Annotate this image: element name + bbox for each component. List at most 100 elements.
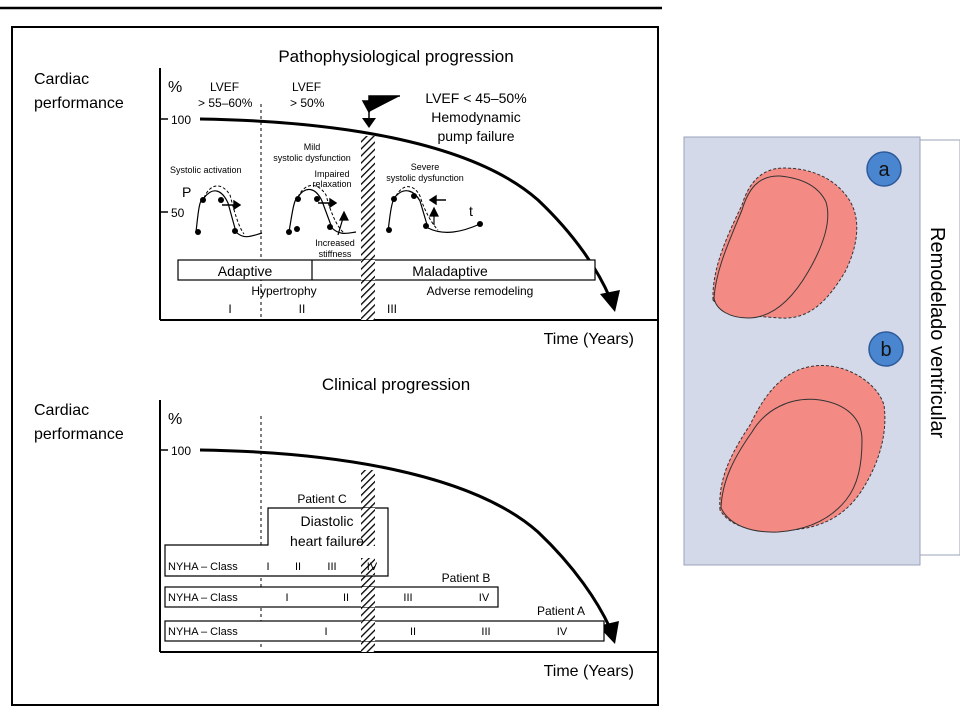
stage-1-label: I [228,302,231,316]
mild-line2: systolic dysfunction [273,153,351,163]
waveform-2-dashed [297,185,345,234]
bottom-unit: % [168,411,182,428]
patient-c-label: Patient C [297,492,347,506]
top-hatched-bar [361,136,375,320]
wave1-dot2 [200,197,206,203]
top-ylabel-line1: Cardiac [34,71,89,88]
top-ylabel-line2: performance [34,95,124,112]
lvef3-line1: LVEF < 45–50% [425,90,526,106]
patient-a-label: Patient A [537,604,585,618]
wave1-dot3 [218,197,224,203]
patient-c-hatch [361,508,375,546]
wave2-arrow [318,197,338,209]
nyha-a-class-4: IV [557,626,568,638]
remodel-white-strip [919,139,960,556]
nyha-c-class-1: I [266,561,269,573]
badge-a-label: a [878,159,890,181]
p-label: P [182,184,191,200]
increased-line2: stiffness [319,249,352,259]
heart-a-inner [713,175,829,319]
diastolic-line1: Diastolic [301,513,354,529]
waveform-1-dashed [203,185,245,235]
nyha-a-label: NYHA – Class [168,626,238,638]
wave1-dot4 [232,228,238,234]
lvef1-line2: > 55–60% [198,96,253,110]
wave3-dot4 [423,223,429,229]
wave1-arrow [222,199,242,211]
wave3-dot1 [386,227,392,233]
adaptive-bar-hatch [361,260,375,280]
nyha-a-class-2: II [410,626,416,638]
remodeling-panel: a b Remodelado ventricular [683,136,960,566]
lvef3-line3: pump failure [437,128,514,144]
lvef2-line1: LVEF [292,80,321,94]
top-unit: % [168,79,182,96]
waveform-3-dashed [395,186,439,231]
nyha-a-class-3: III [481,626,490,638]
wave2-up-arrow [337,210,349,236]
stage-3-label: III [387,302,397,316]
nyha-c-label: NYHA – Class [168,561,238,573]
impaired-line2: relaxation [312,179,351,189]
pathophysiology-panel: Pathophysiological progression Cardiac p… [34,47,658,348]
heart-b-inner [720,398,863,533]
nyha-b-class-1: I [285,592,288,604]
adverse-remodeling-label: Adverse remodeling [427,284,534,298]
patient-b-label: Patient B [442,571,491,585]
bottom-title: Clinical progression [322,375,470,394]
nyha-b-label: NYHA – Class [168,592,238,604]
adaptive-box [177,259,596,281]
lvef1-line1: LVEF [210,80,239,94]
nyha-c-class-2: II [295,561,301,573]
lvef3-line2: Hemodynamic [431,109,520,125]
bottom-xlabel: Time (Years) [544,663,634,680]
wave2-dot2 [294,226,300,232]
bottom-tick-100-label: 100 [171,444,191,458]
bottom-ylabel-line2: performance [34,426,124,443]
impaired-line1: Impaired [314,169,349,179]
wave3-dot5 [477,221,483,227]
bottom-ylabel-line1: Cardiac [34,402,89,419]
wave2-dot3 [295,196,301,202]
systolic-activation-label: Systolic activation [170,165,242,175]
lvef3-arrowhead [362,118,376,128]
top-curve-arrowhead [600,290,620,312]
wave1-dot1 [195,229,201,235]
waveform-2 [288,188,357,234]
wave2-dot4 [314,196,320,202]
stage-2-label: II [299,302,306,316]
patient-b-box [164,586,499,608]
badge-b-label: b [880,339,891,361]
t-label: t [469,203,473,219]
bottom-performance-curve [199,448,612,629]
nyha-b-class-2: II [343,592,349,604]
tick-100-label: 100 [171,113,191,127]
severe-line2: systolic dysfunction [386,173,464,183]
patient-c-box [164,507,389,577]
severe-line1: Severe [411,162,440,172]
nyha-a-class-1: I [324,626,327,638]
wave2-dot5 [327,224,333,230]
wave3-dot2 [391,196,397,202]
remodel-vertical-title: Remodelado ventricular [926,227,948,439]
clinical-panel: Clinical progression Cardiac performance… [34,375,658,680]
badge-a [866,151,902,187]
adaptive-label: Adaptive [218,263,273,279]
patient-c-row-hatch [361,558,375,575]
wave3-left-arrow [428,194,446,206]
waveform-3 [387,190,481,233]
increased-line1: Increased [315,238,355,248]
wave2-dot1 [286,229,292,235]
nyha-c-class-3: III [327,561,336,573]
maladaptive-label: Maladaptive [412,263,488,279]
patient-a-hatch [361,621,375,641]
tick-50-label: 50 [171,206,185,220]
nyha-b-class-4: IV [479,592,490,604]
diastolic-line2: heart failure [290,533,364,549]
top-title: Pathophysiological progression [278,47,513,66]
hypertrophy-label: Hypertrophy [251,284,316,298]
patient-b-hatch [361,587,375,607]
figure-frame [11,26,659,706]
top-xlabel: Time (Years) [544,331,634,348]
